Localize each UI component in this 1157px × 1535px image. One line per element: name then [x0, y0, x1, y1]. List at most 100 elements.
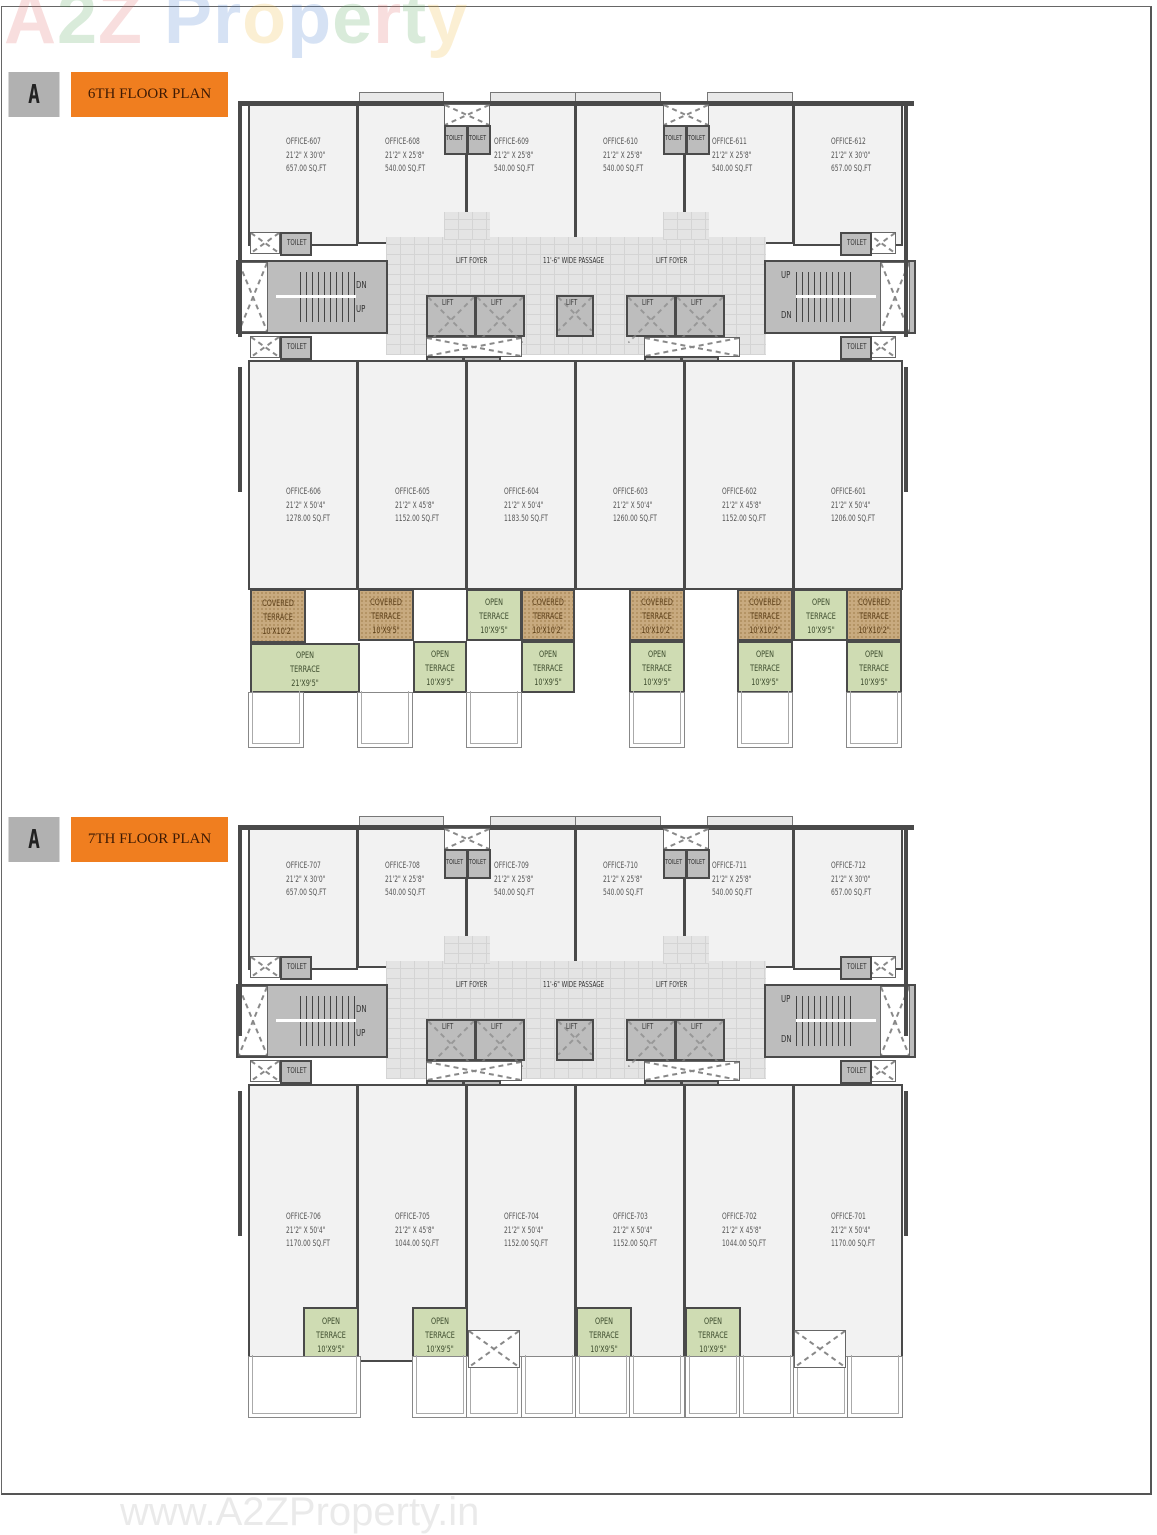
office-area: 657.00 SQ.FT [286, 164, 327, 174]
facade-wall [238, 1091, 242, 1236]
terrace-l2: TERRACE [589, 1331, 619, 1341]
terrace-dim: 10'X10'2" [262, 627, 294, 637]
terrace-l1: COVERED [370, 598, 402, 608]
toilet [686, 849, 710, 879]
stair-divider [796, 1019, 876, 1022]
shaft [250, 232, 280, 254]
duct-shaft [644, 1061, 740, 1081]
toilet-label: TOILET [469, 858, 487, 866]
stair-up-label: UP [356, 304, 366, 315]
stair-up-label: UP [781, 994, 791, 1005]
terrace-dim: 10'X9'5" [699, 1345, 727, 1355]
toilet-label: TOILET [688, 134, 706, 142]
terrace-l1: COVERED [641, 598, 673, 608]
balcony-ledge [629, 691, 685, 748]
stair-divider [276, 1019, 356, 1022]
lift-label: LIFT [566, 1022, 578, 1031]
lift-cross-icon [558, 1021, 592, 1059]
watermark-letter: e [332, 0, 374, 59]
office-size: 21'2" X 25'8" [712, 150, 752, 161]
lift-label: LIFT [691, 298, 703, 307]
office-704 [466, 1084, 576, 1362]
terrace-dim: 10'X10'2" [641, 626, 673, 636]
cross-icon [251, 957, 279, 977]
lift-shaft [475, 1019, 525, 1061]
block-tag: A [8, 817, 60, 862]
watermark-letter: t [402, 0, 428, 59]
balcony-ledge [248, 691, 304, 748]
cross-icon [645, 338, 739, 356]
watermark-letter: Z [98, 0, 144, 59]
cross-icon [427, 338, 521, 356]
toilet [467, 849, 491, 879]
office-area: 1152.00 SQ.FT [722, 514, 766, 524]
duct-shaft [663, 104, 709, 126]
wall [238, 825, 914, 830]
office-606 [248, 360, 358, 590]
wall [238, 101, 914, 106]
office-607 [248, 104, 358, 246]
watermark-letter: r [213, 0, 243, 59]
facade-wall [904, 826, 908, 1036]
covered-terrace: COVERED TERRACE 10'X10'2" [629, 589, 685, 641]
watermark-letter [143, 0, 164, 60]
office-name: OFFICE-704 [504, 1212, 539, 1222]
terrace-dim: 21'X9'5" [291, 679, 319, 689]
toilet [467, 125, 491, 155]
terrace-l2: TERRACE [642, 664, 672, 674]
lift-shaft [675, 295, 725, 337]
watermark-logo: A2Z Property [4, 0, 468, 60]
terrace-dim: 10'X9'5" [590, 1345, 618, 1355]
terrace-l1: OPEN [322, 1317, 340, 1327]
facade-wall [238, 367, 242, 492]
terrace-l2: TERRACE [263, 613, 293, 623]
office-name: OFFICE-711 [712, 861, 747, 871]
watermark-letter: y [427, 0, 469, 59]
cross-icon [628, 1021, 674, 1067]
cutout-shaft [468, 1330, 520, 1368]
terrace-l1: COVERED [749, 598, 781, 608]
toilet-label: TOILET [665, 134, 683, 142]
lift-cross-icon [428, 297, 474, 335]
office-area: 540.00 SQ.FT [712, 888, 753, 898]
office-size: 21'2" X 50'4" [613, 500, 653, 511]
office-size: 21'2" X 30'0" [831, 150, 871, 161]
office-area: 657.00 SQ.FT [831, 888, 872, 898]
toilet-label: TOILET [287, 342, 307, 351]
facade-wall [904, 367, 908, 492]
terrace-dim: 10'X9'5" [426, 678, 454, 688]
terrace-l2: TERRACE [859, 664, 889, 674]
toilet [840, 232, 872, 256]
lift-shaft [626, 295, 676, 337]
plan-title: 6TH FLOOR PLAN [71, 72, 228, 117]
office-area: 1170.00 SQ.FT [831, 1239, 875, 1249]
watermark-letter: o [242, 0, 288, 59]
cross-icon [645, 1062, 739, 1080]
terrace-l1: OPEN [812, 598, 830, 608]
terrace-l1: OPEN [865, 650, 883, 660]
office-name: OFFICE-603 [613, 487, 648, 497]
toilet [840, 336, 872, 360]
terrace-l2: TERRACE [316, 1331, 346, 1341]
toilet [280, 956, 312, 980]
plan-title: 7TH FLOOR PLAN [71, 817, 228, 862]
terrace-l2: TERRACE [642, 612, 672, 622]
office-name: OFFICE-708 [385, 861, 420, 871]
office-name: OFFICE-602 [722, 487, 757, 497]
watermark-letter: P [164, 0, 214, 59]
terrace-l1: OPEN [485, 598, 503, 608]
